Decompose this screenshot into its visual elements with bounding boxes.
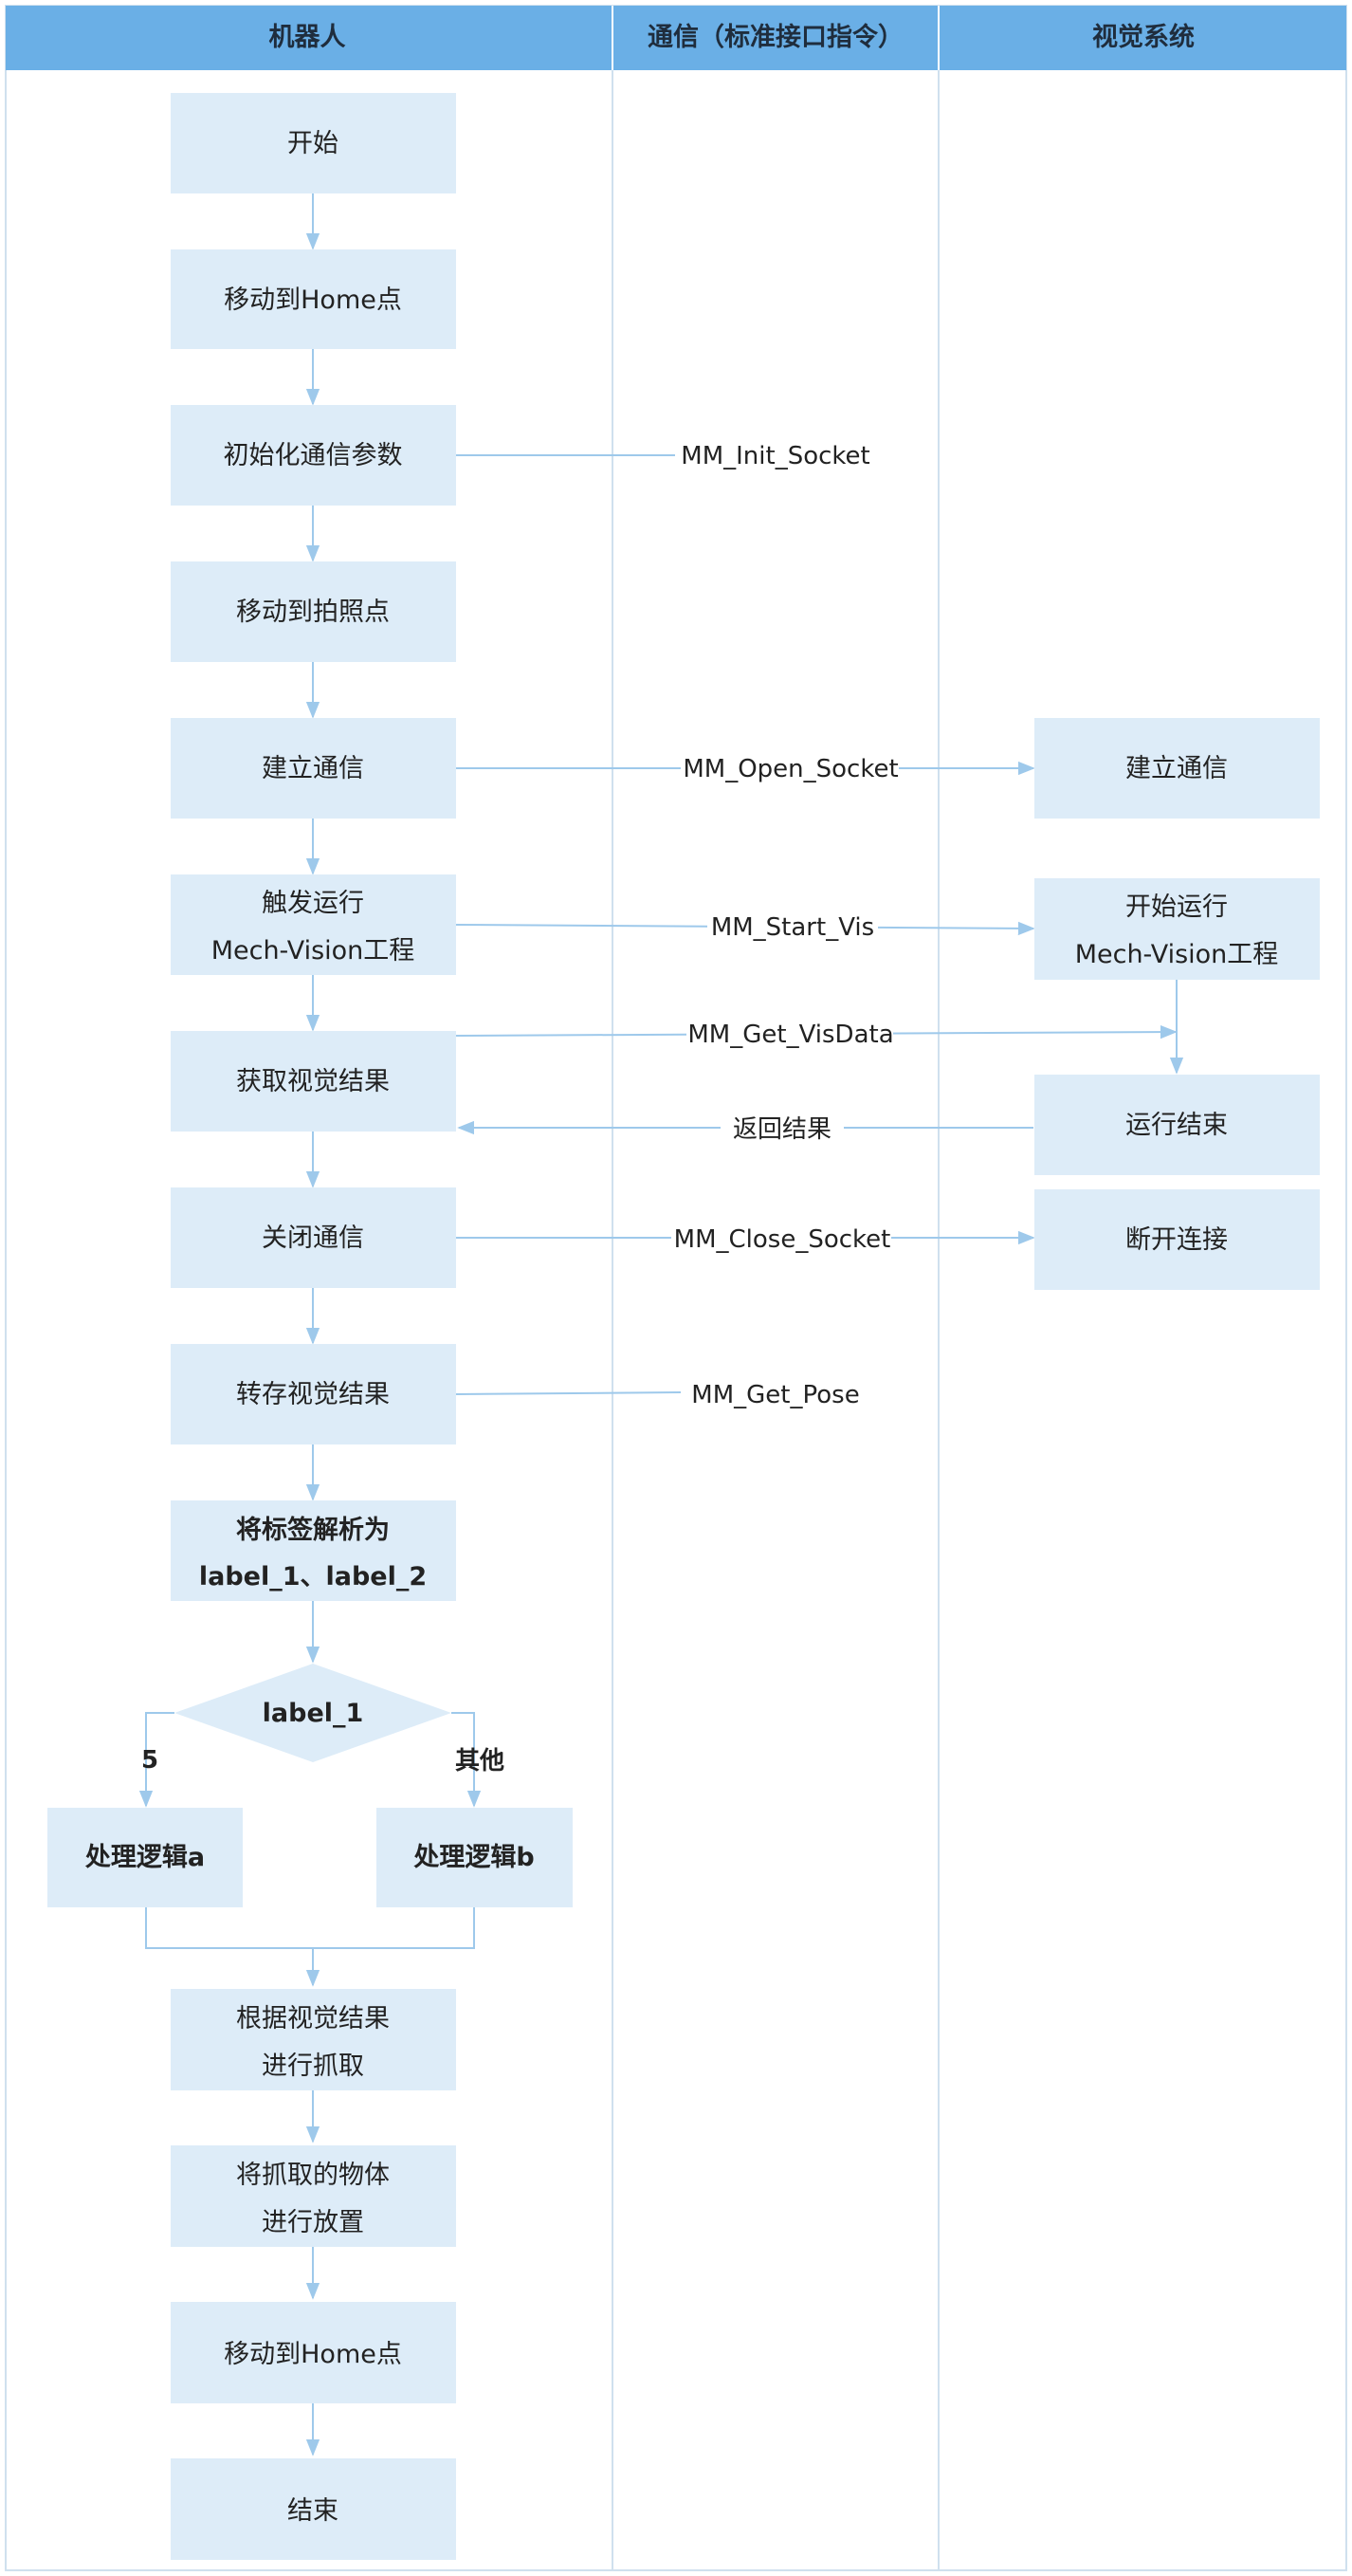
lane-header-robot: 机器人 — [269, 23, 346, 52]
step-parse-label-line-2: label_1、label_2 — [199, 1562, 427, 1592]
step-open-comm: 建立通信 — [171, 718, 456, 819]
edge-msg-pose — [455, 1391, 682, 1395]
msg-get-visdata: MM_Get_VisData — [687, 1021, 893, 1049]
edge-merge — [145, 1907, 475, 1949]
step-logic-a: 处理逻辑a — [47, 1808, 243, 1907]
step-pick-label-2: 进行抓取 — [262, 2052, 364, 2081]
branch-label-right: 其他 — [455, 1747, 504, 1776]
edge-decision-a — [138, 1712, 174, 1808]
msg-get-pose: MM_Get_Pose — [691, 1381, 859, 1409]
step-start-label: 开始 — [287, 129, 338, 158]
step-trigger-label-2: Mech-Vision工程 — [211, 936, 415, 966]
step-parse-label: 将标签解析为 label_1、label_2 — [171, 1500, 456, 1601]
step-logic-a-label: 处理逻辑a — [84, 1843, 205, 1872]
decision-label: label_1 — [263, 1699, 364, 1728]
step-start: 开始 — [171, 93, 456, 193]
step-pick-label-1: 根据视觉结果 — [236, 2004, 390, 2033]
step-logic-b: 处理逻辑b — [376, 1808, 573, 1907]
msg-open-socket: MM_Open_Socket — [683, 755, 898, 783]
step-logic-b-label: 处理逻辑b — [412, 1843, 534, 1872]
step-init-params-label: 初始化通信参数 — [224, 441, 403, 470]
step-init-params: 初始化通信参数 — [171, 405, 456, 506]
step-move-home-label: 移动到Home点 — [224, 285, 402, 315]
step-save-result-label: 转存视觉结果 — [236, 1380, 390, 1409]
step-place-label-2: 进行放置 — [262, 2208, 364, 2237]
vision-run-end-label: 运行结束 — [1125, 1111, 1228, 1140]
msg-start-vis: MM_Start_Vis — [711, 913, 874, 942]
decision-label-1: label_1 — [174, 1664, 451, 1762]
vision-disconnect: 断开连接 — [1034, 1189, 1320, 1290]
vision-open-comm-label: 建立通信 — [1125, 754, 1228, 783]
step-place-label-1: 将抓取的物体 — [236, 2161, 390, 2190]
edge-decision-b — [451, 1712, 482, 1808]
step-get-result: 获取视觉结果 — [171, 1031, 456, 1132]
step-pick: 根据视觉结果 进行抓取 — [171, 1989, 456, 2090]
step-close-comm: 关闭通信 — [171, 1187, 456, 1288]
vision-run-end: 运行结束 — [1034, 1075, 1320, 1175]
vision-disconnect-label: 断开连接 — [1125, 1225, 1228, 1255]
robot-lane: 开始 移动到Home点 初始化通信参数 移动到拍照点 建立通信 触发运行 Mec… — [47, 93, 573, 2560]
messages: MM_Init_Socket MM_Open_Socket MM_Start_V… — [671, 436, 899, 1411]
msg-return-result: 返回结果 — [733, 1115, 831, 1144]
vision-start-run-label-1: 开始运行 — [1125, 892, 1228, 922]
branch-label-left: 5 — [141, 1746, 158, 1775]
step-trigger: 触发运行 Mech-Vision工程 — [171, 874, 456, 975]
header-bar — [6, 6, 1346, 70]
step-trigger-label-1: 触发运行 — [262, 889, 364, 918]
step-move-photo: 移动到拍照点 — [171, 561, 456, 662]
lane-header-vision: 视觉系统 — [1092, 22, 1195, 52]
step-get-result-label: 获取视觉结果 — [236, 1067, 390, 1096]
lane-header-comm: 通信（标准接口指令） — [648, 22, 904, 52]
step-move-photo-label: 移动到拍照点 — [236, 598, 390, 627]
step-move-home: 移动到Home点 — [171, 249, 456, 349]
step-place: 将抓取的物体 进行放置 — [171, 2145, 456, 2247]
msg-close-socket: MM_Close_Socket — [674, 1225, 891, 1254]
step-end-label: 结束 — [287, 2496, 338, 2526]
vision-start-run: 开始运行 Mech-Vision工程 — [1034, 878, 1320, 980]
step-move-home-end-label: 移动到Home点 — [224, 2340, 402, 2369]
step-parse-label-line-1: 将标签解析为 — [236, 1515, 390, 1545]
msg-init-socket: MM_Init_Socket — [681, 442, 869, 470]
vision-open-comm: 建立通信 — [1034, 718, 1320, 819]
step-end: 结束 — [171, 2458, 456, 2560]
step-open-comm-label: 建立通信 — [262, 754, 364, 783]
step-save-result: 转存视觉结果 — [171, 1344, 456, 1444]
edges — [138, 193, 1184, 2456]
step-close-comm-label: 关闭通信 — [262, 1224, 364, 1253]
step-move-home-end: 移动到Home点 — [171, 2302, 456, 2403]
vision-lane: 建立通信 开始运行 Mech-Vision工程 运行结束 断开连接 — [1034, 718, 1320, 1290]
vision-start-run-label-2: Mech-Vision工程 — [1075, 940, 1279, 969]
